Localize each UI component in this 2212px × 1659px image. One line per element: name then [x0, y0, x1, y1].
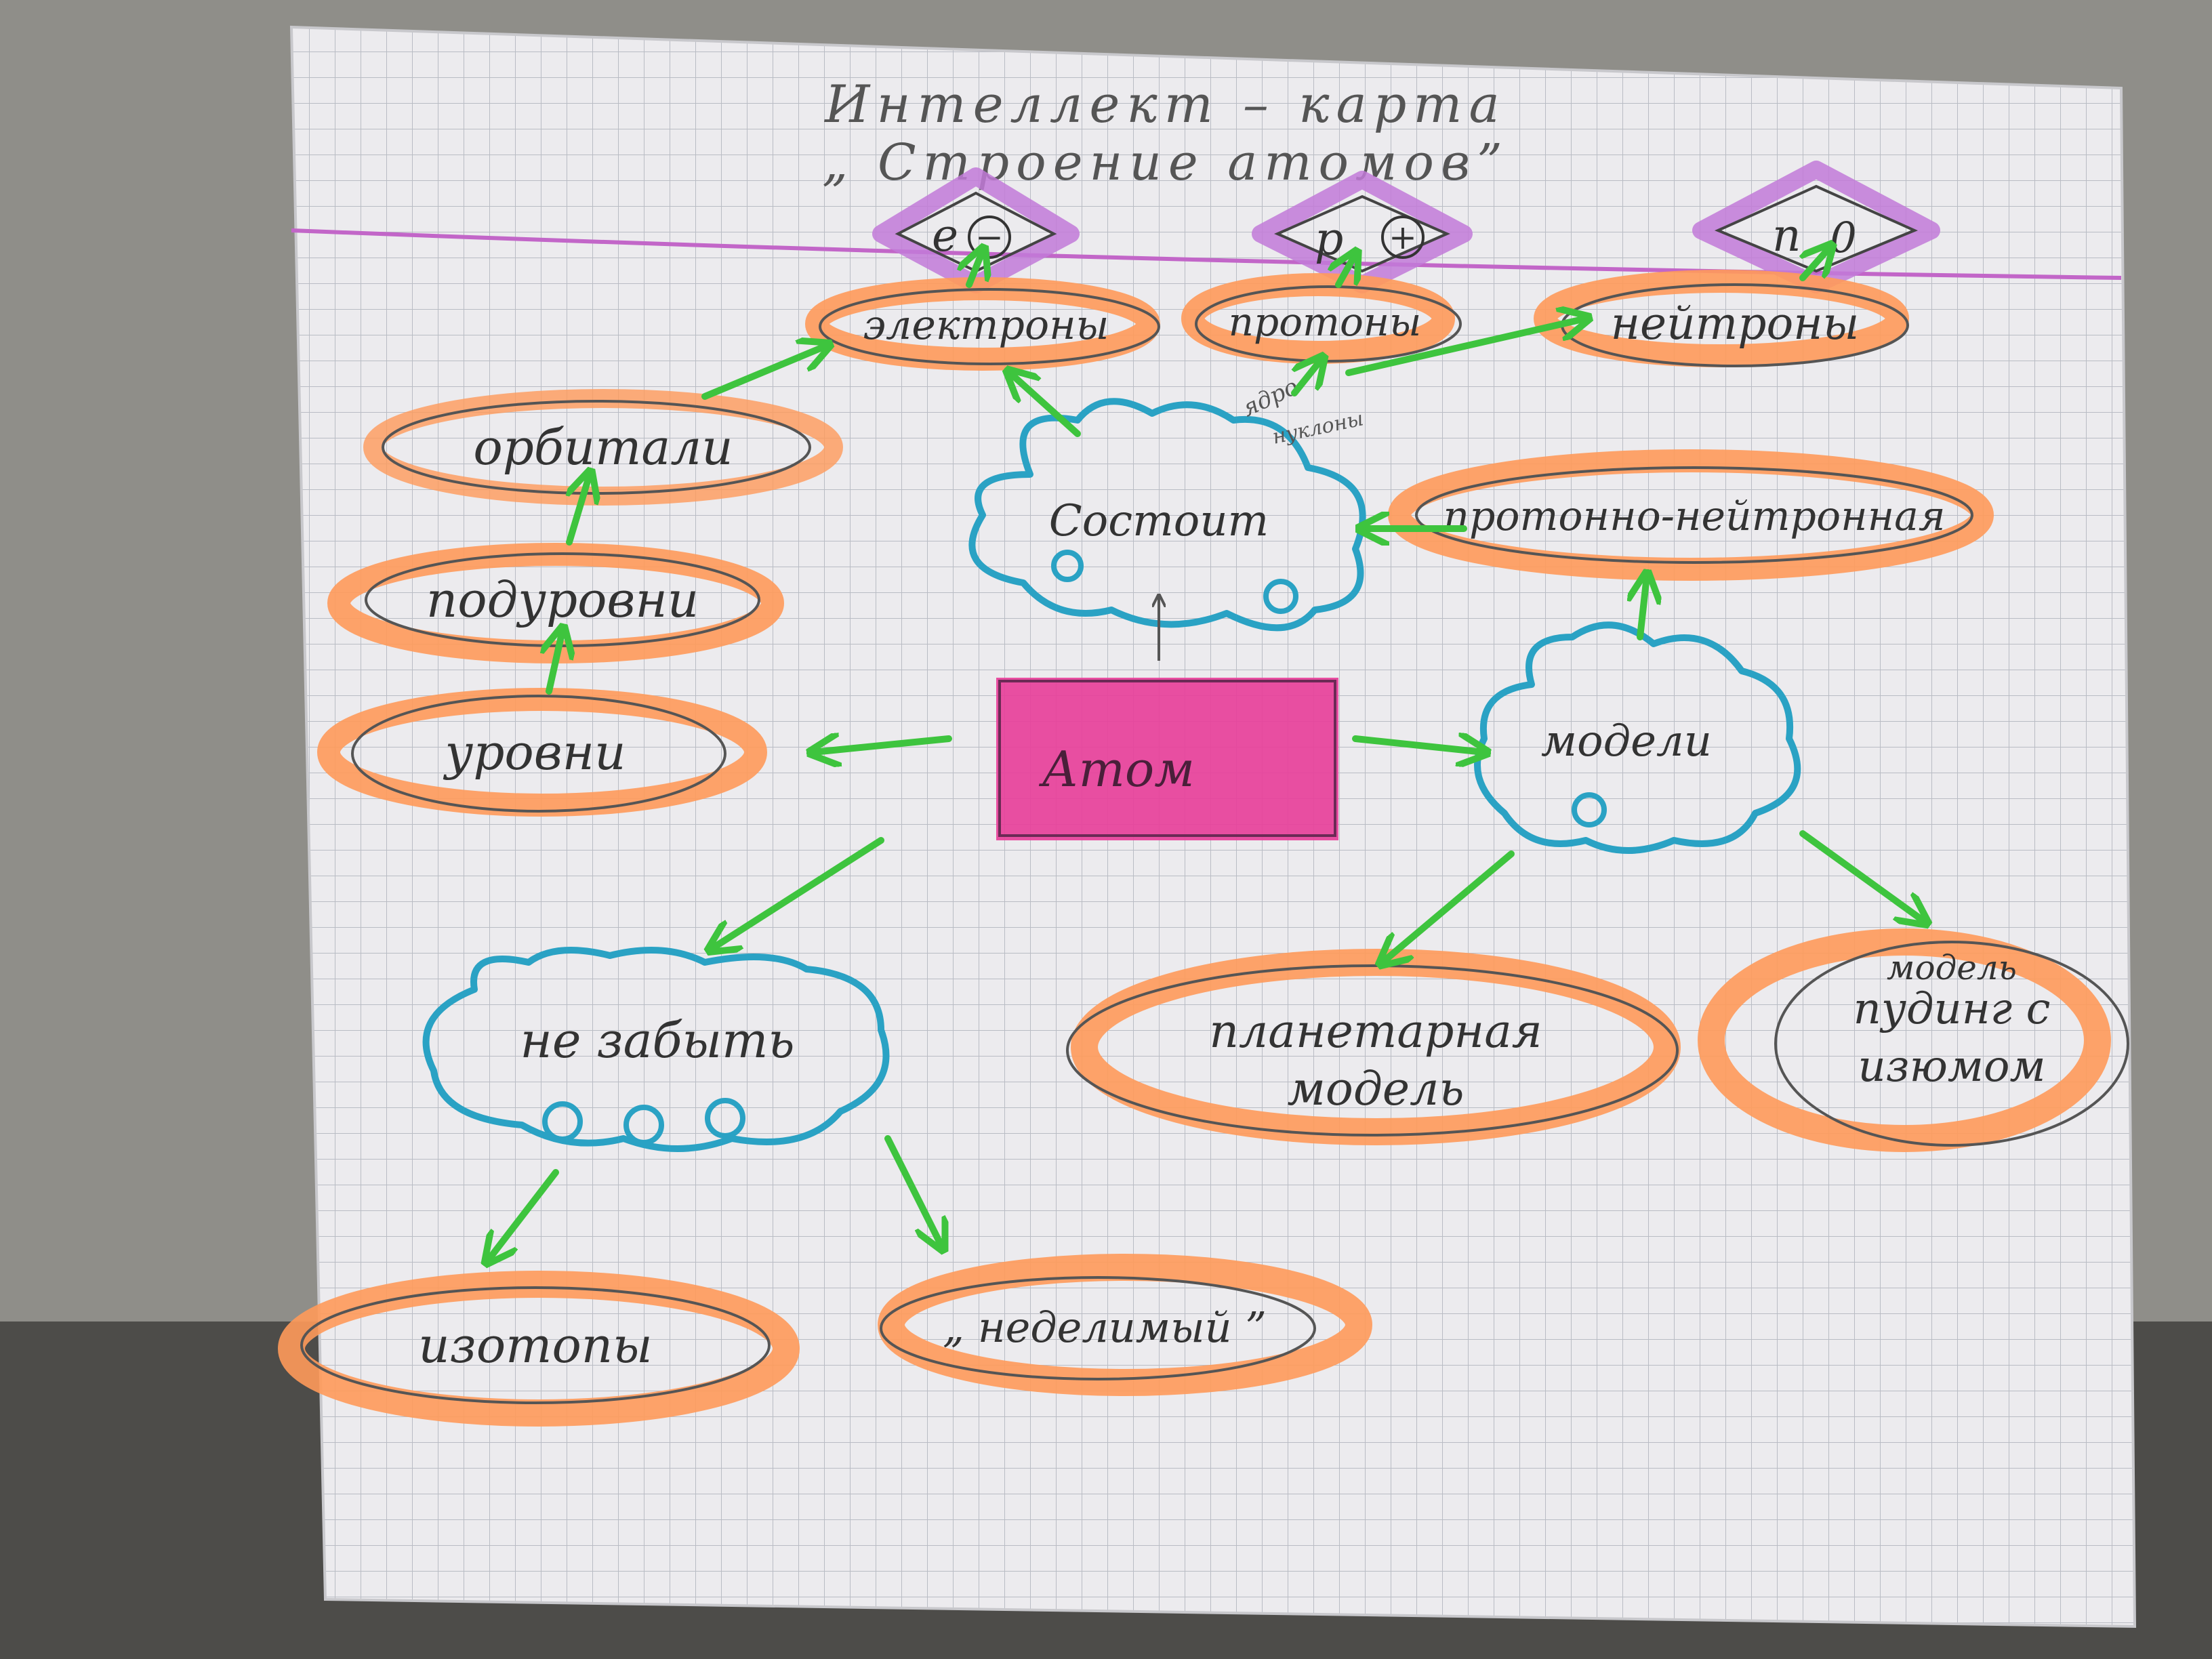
cloud-composition: Состоит — [968, 398, 1366, 632]
arrow-models-pn — [1640, 576, 1647, 640]
pudding-line3: изюмом — [1858, 1042, 2045, 1092]
composition-label: Состоит — [1049, 496, 1269, 546]
arrow-atom-levels — [813, 739, 952, 752]
proton-sign: + — [1389, 218, 1417, 257]
electrons-label: электроны — [863, 302, 1109, 349]
planetary-line1: планетарная — [1209, 1005, 1542, 1059]
arrow-models-pudding — [1799, 830, 1925, 922]
center-atom: Атом — [996, 678, 1338, 840]
orbitals-label: орбитали — [473, 419, 733, 476]
neutrons-label: нейтроны — [1611, 298, 1860, 350]
remember-label: не забыть — [520, 1012, 794, 1069]
arrow-protons-symbol — [1338, 254, 1355, 288]
node-proton-neutron: протонно-нейтронная — [1388, 449, 1994, 581]
arrow-sublevels-orbitals — [569, 474, 590, 546]
planetary-line2: модель — [1288, 1063, 1465, 1116]
proton-letter: p — [1315, 213, 1343, 265]
indivisible-label: „ неделимый ” — [943, 1303, 1267, 1352]
arrow-to-neutrons — [1345, 319, 1586, 376]
protons-label: протоны — [1229, 299, 1422, 345]
cloud-models: модели — [1474, 621, 1801, 854]
arrow-orbitals-electrons — [701, 346, 827, 400]
proton-neutron-label: протонно-нейтронная — [1443, 493, 1945, 540]
node-pudding: модель пудинг с изюмом — [1698, 928, 2129, 1152]
title-line2: „ Строение атомов” — [822, 134, 1509, 192]
node-electrons: электроны — [805, 277, 1160, 371]
arrow-atom-remember — [712, 837, 884, 949]
neutron-letter: n — [1772, 209, 1801, 262]
arrows — [488, 247, 1925, 1261]
isotopes-label: изотопы — [418, 1317, 653, 1374]
arrow-neutrons-symbol — [1803, 247, 1830, 281]
title-line1: Интеллект – карта — [823, 74, 1507, 134]
center-label: Атом — [1038, 741, 1195, 798]
node-isotopes: изотопы — [278, 1271, 800, 1427]
arrow-remember-indivisible — [884, 1135, 942, 1247]
node-indivisible: „ неделимый ” — [878, 1254, 1372, 1396]
node-orbitals: орбитали — [363, 389, 843, 506]
arrow-remember-isotopes — [488, 1169, 559, 1261]
node-protons: протоны — [1181, 273, 1462, 364]
sublevels-label: подуровни — [426, 571, 699, 628]
arrow-atom-models — [1352, 739, 1484, 752]
arrow-levels-sublevels — [549, 630, 562, 695]
cloud-remember: не забыть — [422, 947, 890, 1152]
node-levels: уровни — [317, 688, 767, 817]
electron-letter: e — [932, 209, 958, 262]
arrow-models-planetary — [1382, 851, 1515, 962]
neutron-sign: 0 — [1830, 213, 1856, 262]
models-label: модели — [1541, 716, 1712, 766]
arrow-composition-electrons — [1010, 373, 1081, 437]
pudding-line2: пудинг с — [1853, 984, 2051, 1034]
arrow-electrons-symbol — [969, 251, 983, 288]
arrow-composition-protons — [1291, 359, 1322, 396]
node-sublevels: подуровни — [327, 543, 784, 663]
levels-label: уровни — [443, 724, 626, 781]
pudding-line1: модель — [1887, 948, 2017, 987]
